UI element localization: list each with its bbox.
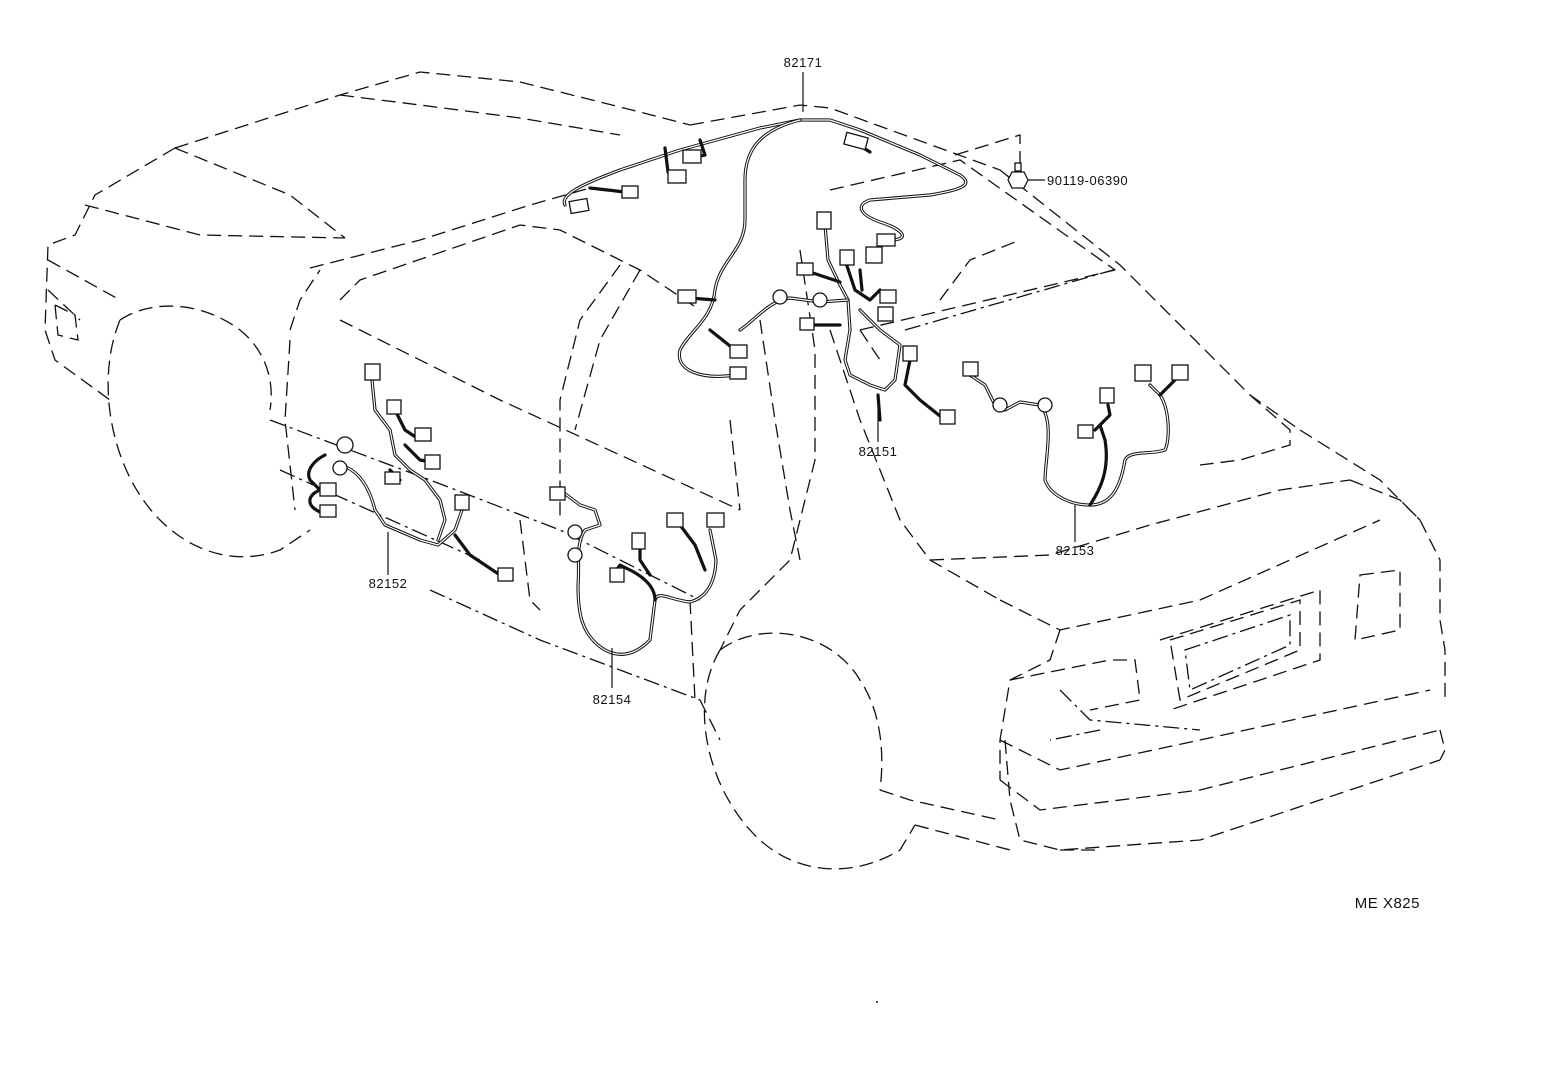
rear-door-harness-82154: 82154 [549,486,725,707]
front-door-harness-82152: 82152 [307,363,514,591]
part-label-82152: 82152 [369,576,408,591]
figure-code: ME X825 [1355,895,1420,912]
trunk-harness-82153: 82153 [962,361,1189,558]
part-label-90119-06390: 90119-06390 [1047,173,1128,188]
part-label-82171: 82171 [784,55,823,70]
clip-90119-06390: 90119-06390 [1007,162,1128,189]
harness-82151: 82151 [738,211,956,459]
stray-dot [876,1001,878,1003]
part-label-82153: 82153 [1056,543,1095,558]
part-label-82154: 82154 [593,692,632,707]
part-label-82151: 82151 [859,444,898,459]
roof-harness-82171: 82171 [562,55,968,380]
